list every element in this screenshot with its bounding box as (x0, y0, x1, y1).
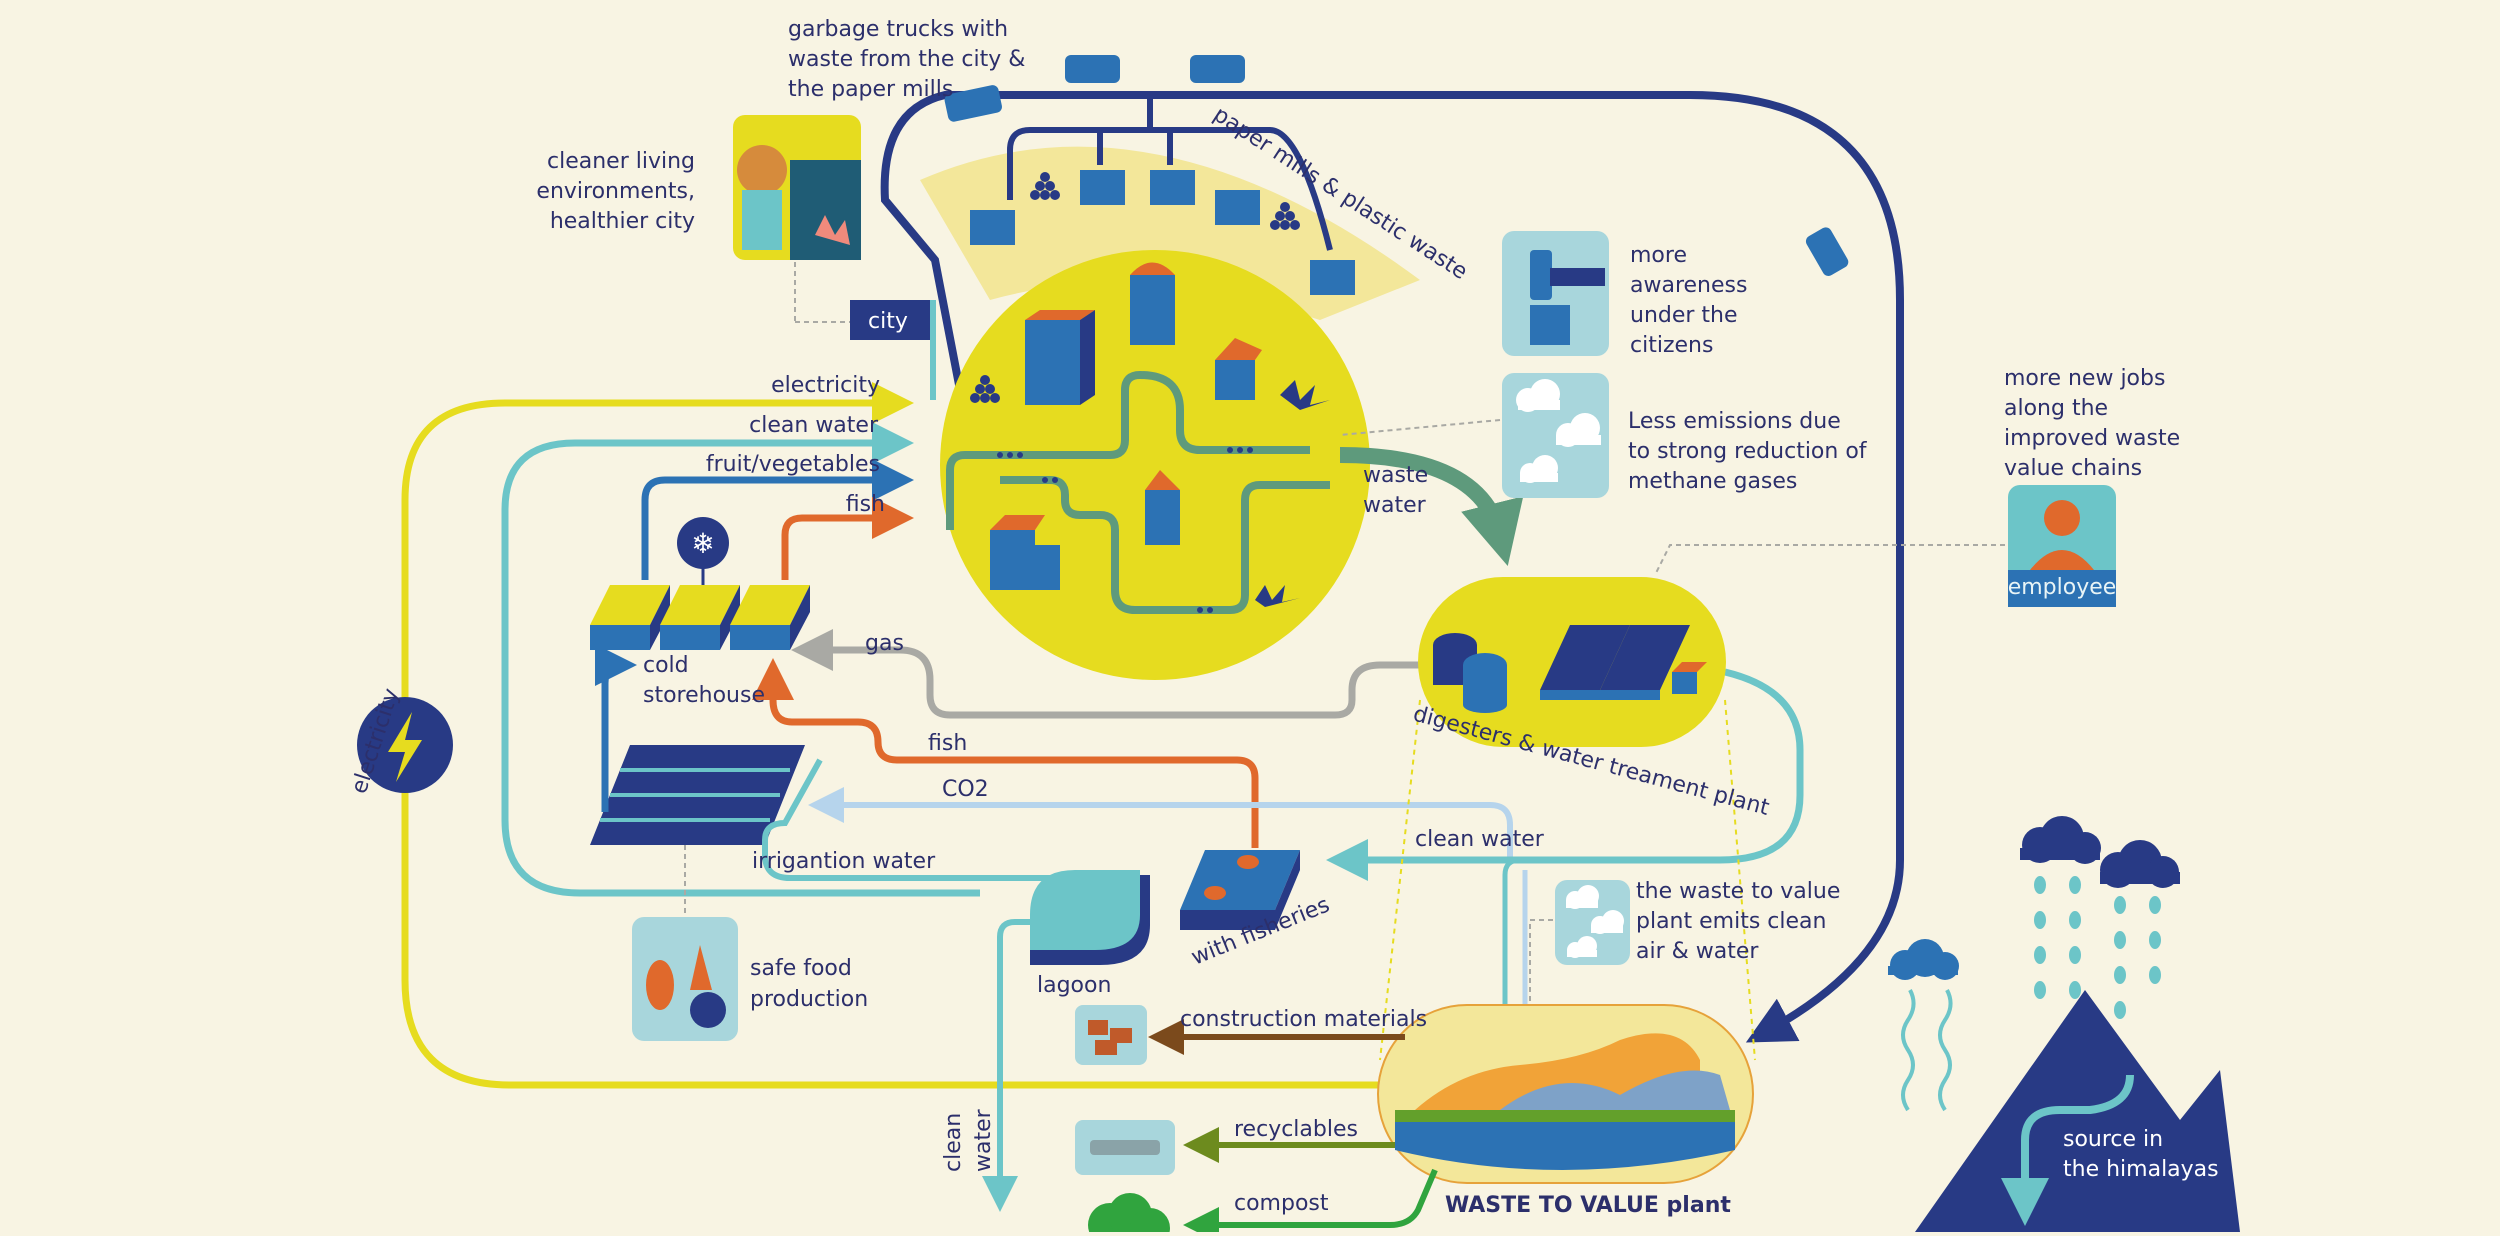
compost-flow (1183, 1168, 1438, 1236)
paper-mill-factories (970, 95, 1355, 295)
farm-field-icon (590, 745, 805, 845)
clean-air-icon (1555, 880, 1630, 965)
electricity-label: electricity (771, 373, 880, 398)
compost-icon (1088, 1193, 1170, 1236)
evaporation-cloud-icon (1888, 939, 1959, 1112)
construction-materials-icon (1075, 1005, 1147, 1065)
more-jobs-label-2: along the (2004, 396, 2108, 421)
gas-flow (791, 629, 1420, 719)
employee-icon (2008, 485, 2116, 607)
waste-water-label-1: waste (1363, 463, 1428, 488)
safe-food-label-1: safe food (750, 956, 852, 981)
cleaner-living-label-3: healthier city (550, 209, 695, 234)
clean-water-to-city (501, 422, 980, 897)
clean-water-mid-label: clean water (1415, 827, 1545, 852)
awareness-label-4: citizens (1630, 333, 1713, 358)
svg-text:❄: ❄ (691, 527, 714, 560)
fish-label-mid: fish (928, 731, 967, 756)
garbage-truck-route (1150, 91, 1904, 1043)
lagoon-icon (1030, 870, 1150, 965)
cold-storehouse-label-2: storehouse (643, 683, 765, 708)
less-emissions-label-2: to strong reduction of (1628, 439, 1868, 464)
himalayas-label-2: the himalayas (2063, 1157, 2219, 1182)
garbage-trucks-label-2: waste from the city & (788, 47, 1025, 72)
waste-to-value-plant (1377, 1004, 1754, 1184)
clean-water-vertical-label-1: clean (941, 1113, 966, 1172)
digesters-plant (1418, 577, 1726, 747)
fish-flow (752, 658, 1259, 848)
waste-water-label-2: water (1363, 493, 1427, 518)
himalayas-label-1: source in (2063, 1127, 2163, 1152)
city-buildings (990, 262, 1262, 590)
rain-clouds-icon (2020, 816, 2180, 888)
recyclables-icon (1075, 1120, 1175, 1175)
more-jobs-label-3: improved waste (2004, 426, 2180, 451)
garbage-trucks-label-3: the paper mills (788, 77, 953, 102)
irrigation-to-storehouse (594, 644, 637, 812)
awareness-label-3: under the (1630, 303, 1738, 328)
recyclables-label: recyclables (1234, 1117, 1358, 1142)
safe-food-icon (632, 917, 738, 1041)
clean-water-loop (1326, 668, 1804, 881)
cleaner-living-label-2: environments, (536, 179, 695, 204)
snowflake-icon (677, 517, 729, 569)
more-jobs-label-1: more new jobs (2004, 366, 2165, 391)
himalaya-mountains (1915, 990, 2240, 1232)
safe-food-label-2: production (750, 987, 868, 1012)
emits-label-3: air & water (1636, 939, 1759, 964)
clean-water-vertical-label-2: water (971, 1108, 996, 1172)
garbage-trucks-label-1: garbage trucks with (788, 17, 1008, 42)
co2-label: CO2 (942, 777, 989, 802)
compost-label: compost (1234, 1191, 1329, 1216)
garbage-truck-icons (944, 55, 1849, 276)
waste-to-value-plant-label: WASTE TO VALUE plant (1445, 1193, 1731, 1218)
cleaner-living-label-1: cleaner living (547, 149, 695, 174)
cold-storehouse-label-1: cold (643, 653, 689, 678)
fish-label-top: fish (846, 492, 885, 517)
waste-water-flow (1339, 447, 1524, 567)
irrigation-water-flow (762, 758, 1060, 881)
awareness-label-2: awareness (1630, 273, 1747, 298)
lagoon-label: lagoon (1037, 973, 1111, 998)
gas-label: gas (865, 631, 904, 656)
employee-label: employee (2008, 575, 2117, 600)
irrigation-water-label: irrigantion water (752, 849, 936, 874)
clean-water-label: clean water (749, 413, 879, 438)
rain-drops (2034, 876, 2161, 1019)
emits-label-1: the waste to value (1636, 879, 1840, 904)
fish-to-city (781, 497, 914, 580)
awareness-label-1: more (1630, 243, 1687, 268)
fisheries-icon (1180, 850, 1300, 930)
co2-flow (808, 787, 1513, 860)
less-emissions-label-3: methane gases (1628, 469, 1797, 494)
fruit-vegetables-label: fruit/vegetables (706, 452, 880, 477)
city-flag (850, 300, 935, 340)
construction-materials-label: construction materials (1180, 1007, 1427, 1032)
city-label: city (868, 309, 908, 334)
more-jobs-label-4: value chains (2004, 456, 2142, 481)
emits-label-2: plant emits clean (1636, 909, 1826, 934)
clean-water-down-flow (982, 919, 1040, 1212)
less-emissions-icon (1502, 373, 1609, 498)
fruit-vegetables-flow (641, 459, 914, 580)
cleaner-living-icon (733, 115, 861, 260)
garbage-piles (970, 172, 1300, 403)
awareness-icon (1502, 231, 1609, 356)
cold-storehouse-icon (590, 562, 810, 650)
less-emissions-label-1: Less emissions due (1628, 409, 1841, 434)
